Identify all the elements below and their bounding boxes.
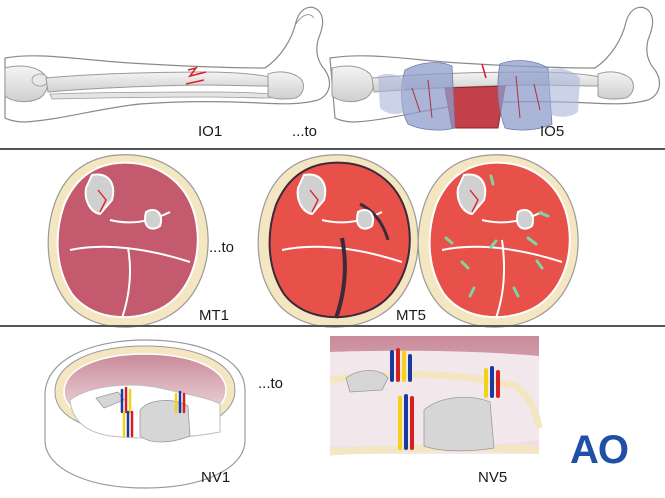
cross-section-mt5-a (257, 154, 419, 328)
nv1-block (44, 339, 246, 489)
nv5-vessels (390, 348, 500, 450)
row-separator-top (0, 148, 665, 150)
fasciotomy-marks (444, 174, 550, 298)
label-mt1: MT1 (199, 307, 229, 324)
label-nv5: NV5 (478, 469, 508, 486)
label-io5: IO5 (540, 123, 565, 140)
cross-section-mt5-b (417, 154, 579, 328)
leg-illustration-io1 (4, 6, 331, 123)
nv5-block (329, 336, 543, 456)
ao-logo: AO (570, 428, 629, 472)
label-io-connector: ...to (292, 123, 318, 140)
label-nv1: NV1 (201, 469, 231, 486)
label-nv-connector: ...to (258, 375, 284, 392)
row-separator-bottom (0, 325, 665, 327)
nv1-vessels (120, 386, 186, 438)
cross-section-mt1 (47, 154, 209, 328)
label-mt5: MT5 (396, 307, 426, 324)
label-io1: IO1 (198, 123, 223, 140)
label-mt-connector: ...to (209, 239, 235, 256)
leg-illustration-io5 (329, 6, 661, 131)
